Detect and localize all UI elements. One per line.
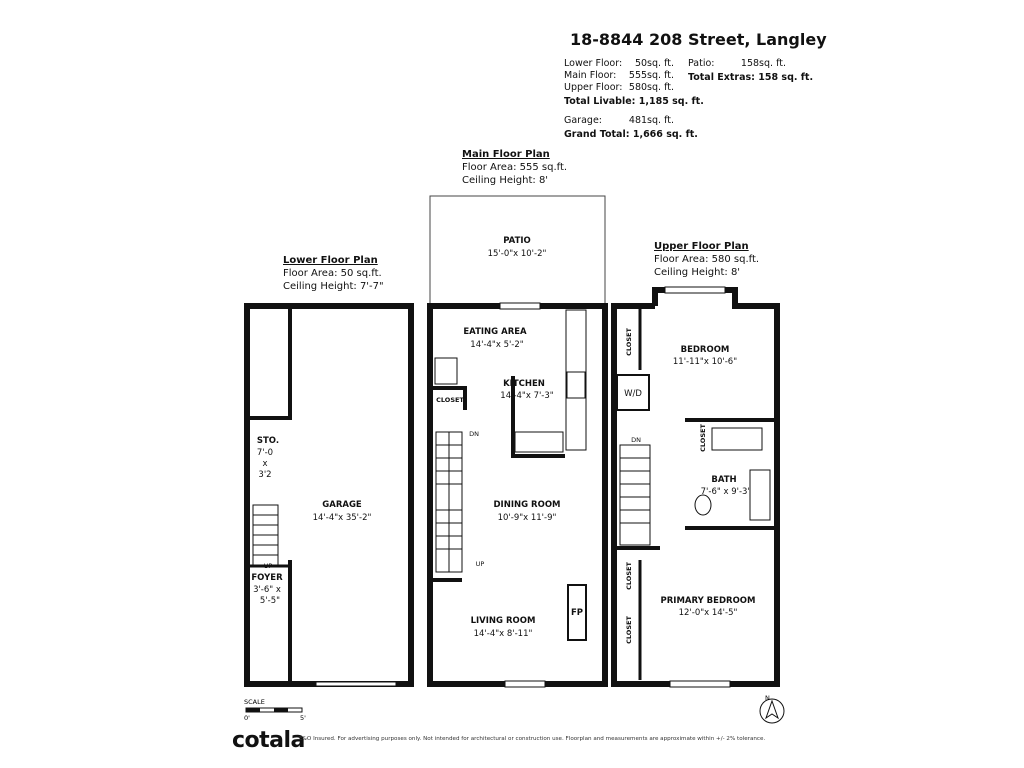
room-closet: CLOSET [699, 424, 707, 452]
fridge-icon [434, 357, 458, 385]
room-kitchen-dims: 14'-4"x 7'-3" [500, 391, 553, 401]
room-dining: DINING ROOM [494, 500, 561, 510]
room-patio-dims: 15'-0"x 10'-2" [488, 249, 547, 259]
kitchen-counter [565, 309, 587, 451]
room-closet: CLOSET [625, 616, 633, 644]
stairs-dn-label: DN [631, 436, 641, 444]
plan-title: Main Floor Plan [462, 149, 550, 160]
plan-ceiling: Ceiling Height: 8' [462, 175, 549, 186]
plan-area: Floor Area: 555 sq.ft. [462, 162, 568, 173]
stove-icon [566, 371, 586, 399]
grand-total-value: 1,666 sq. ft. [632, 129, 698, 140]
lower-plan-header: Lower Floor Plan Floor Area: 50 sq.ft. C… [283, 254, 384, 293]
plan-ceiling: Ceiling Height: 8' [654, 267, 741, 278]
garage-door [315, 681, 397, 687]
lower-stairs [252, 504, 279, 566]
area-label: Upper Floor: [564, 82, 623, 93]
total-livable-value: 1,185 sq. ft. [638, 96, 704, 107]
room-sto-dim: x [262, 459, 267, 469]
window [504, 680, 546, 688]
patio-value: 158sq. ft. [740, 58, 786, 69]
room-foyer-dim: 5'-5" [260, 596, 280, 606]
room-bath-dims: 7'-6" x 9'-3" [701, 487, 752, 497]
plan-area: Floor Area: 50 sq.ft. [283, 268, 382, 279]
room-patio: PATIO [503, 236, 531, 246]
room-garage-dims: 14'-4"x 35'-2" [313, 513, 372, 523]
compass-north: N [765, 694, 770, 702]
room-dining-dims: 10'-9"x 11'-9" [498, 513, 557, 523]
area-value: 580sq. ft. [628, 82, 674, 93]
plan-title: Lower Floor Plan [283, 255, 378, 266]
fireplace-label: FP [571, 608, 583, 618]
room-living-dims: 14'-4"x 8'-11" [474, 629, 533, 639]
plan-title: Upper Floor Plan [654, 241, 749, 252]
stairs-up-label: UP [476, 560, 485, 568]
upper-stairs [619, 444, 651, 546]
room-bedroom: BEDROOM [681, 345, 730, 355]
area-value: 555sq. ft. [628, 70, 674, 81]
main-plan-header: Main Floor Plan Floor Area: 555 sq.ft. C… [462, 148, 567, 187]
garage-label: Garage: [564, 115, 602, 126]
upper-plan-header: Upper Floor Plan Floor Area: 580 sq.ft. … [654, 240, 759, 279]
plan-ceiling: Ceiling Height: 7'-7" [283, 281, 384, 292]
cotala-logo: cotala [232, 728, 305, 753]
garage-value: 481sq. ft. [628, 115, 674, 126]
room-primary-bedroom: PRIMARY BEDROOM [661, 596, 756, 606]
sliding-door [499, 302, 541, 310]
bathtub-icon [711, 427, 763, 451]
area-value: 50sq. ft. [634, 58, 674, 69]
room-sto-dim: 7'-0 [257, 448, 273, 458]
room-living: LIVING ROOM [471, 616, 536, 626]
fireplace-icon [567, 584, 587, 641]
sink-icon [514, 431, 564, 453]
room-sto-dim: 3'2 [258, 470, 271, 480]
room-bedroom-dims: 11'-11"x 10'-6" [673, 357, 737, 367]
room-primary-dims: 12'-0"x 14'-5" [679, 608, 738, 618]
plan-area: Floor Area: 580 sq.ft. [654, 254, 760, 265]
main-stairs [435, 431, 463, 573]
room-garage: GARAGE [322, 500, 362, 510]
scale-min: 0' [244, 714, 250, 722]
disclaimer: E&O Insured. For advertising purposes on… [299, 736, 766, 742]
room-closet: CLOSET [625, 328, 633, 356]
room-closet: CLOSET [625, 562, 633, 590]
window [664, 286, 726, 294]
area-label: Lower Floor: [564, 58, 623, 69]
room-foyer-dim: 3'-6" x [253, 585, 281, 595]
total-extras-label: Total Extras: [688, 72, 755, 83]
main-floor-walls [427, 303, 608, 687]
property-address: 18-8844 208 Street, Langley [570, 30, 827, 49]
room-eating-area: EATING AREA [463, 327, 527, 337]
lower-floor-walls [244, 303, 414, 687]
toilet-icon [694, 494, 712, 516]
patio-label: Patio: [688, 58, 715, 69]
compass-icon: N [759, 694, 785, 724]
room-sto: STO. [257, 436, 279, 446]
area-label: Main Floor: [564, 70, 617, 81]
grand-total-label: Grand Total: [564, 129, 630, 140]
total-extras-value: 158 sq. ft. [758, 72, 814, 83]
room-kitchen: KITCHEN [503, 379, 545, 389]
scale-label: SCALE [244, 698, 265, 706]
room-eating-dims: 14'-4"x 5'-2" [470, 340, 523, 350]
total-livable-label: Total Livable: [564, 96, 636, 107]
room-foyer: FOYER [251, 573, 283, 583]
washer-dryer: W/D [624, 389, 642, 399]
scale-max: 5' [300, 714, 306, 722]
stairs-up-label: UP [264, 562, 273, 570]
stairs-dn-label: DN [469, 430, 479, 438]
scale-bar: SCALE 0' 5' [244, 698, 306, 722]
vanity-icon [749, 469, 771, 521]
window [669, 680, 731, 688]
room-closet: CLOSET [436, 396, 464, 404]
room-bath: BATH [711, 475, 736, 485]
